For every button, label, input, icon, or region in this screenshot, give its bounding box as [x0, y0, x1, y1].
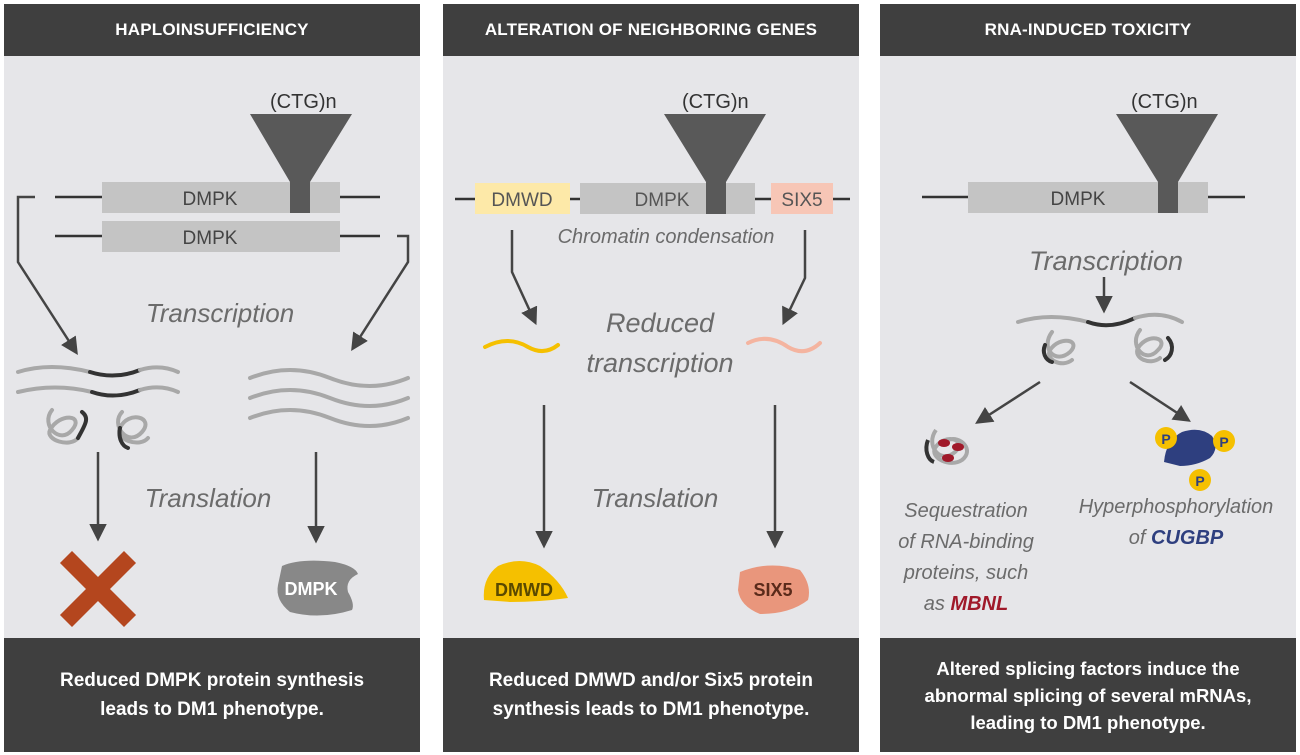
panel-neighboring-genes: ALTERATION OF NEIGHBORING GENES Reduced …: [443, 4, 859, 752]
no-protein-cross-icon: [59, 550, 137, 628]
protein-label: DMPK: [285, 579, 338, 599]
ctg-repeat-label: (CTG)n: [270, 91, 337, 113]
footer-line: leads to DM1 phenotype.: [100, 699, 324, 720]
ctg-funnel: [1116, 114, 1218, 213]
phosphate-label: P: [1195, 473, 1204, 489]
sequestration-label: of RNA-binding: [898, 531, 1034, 553]
panel-header: HAPLOINSUFFICIENCY: [4, 4, 420, 56]
mbnl-sequestered-rna: [924, 428, 969, 465]
panel-header: RNA-INDUCED TOXICITY: [880, 4, 1296, 56]
rna-transcripts-left: [16, 365, 180, 450]
chromatin-label: Chromatin condensation: [558, 226, 775, 248]
dmwd-protein-shape: [483, 561, 568, 602]
gene-label: DMPK: [183, 228, 238, 249]
protein-label: DMWD: [495, 580, 553, 600]
transcription-label: Transcription: [146, 298, 294, 328]
cugbp-phosphorylated: P P P: [1155, 427, 1235, 491]
arrow: [510, 230, 538, 326]
six5-transcript: [746, 336, 822, 354]
footer-line: Reduced DMPK protein synthesis: [59, 670, 365, 691]
mbnl-highlight: MBNL: [950, 593, 1008, 615]
ctg-funnel: [664, 114, 766, 214]
dmpk-gene-box: [102, 221, 340, 252]
phosphate-label: P: [1161, 431, 1170, 447]
panel-rna-toxicity: RNA-INDUCED TOXICITY Altered splicing fa…: [880, 4, 1296, 752]
phosphate-icon: [1213, 430, 1235, 452]
sequestration-label: proteins, such: [903, 562, 1029, 584]
panel-header: ALTERATION OF NEIGHBORING GENES: [443, 4, 859, 56]
sequestration-label: as MBNL: [924, 593, 1008, 615]
panel-footer: Reduced DMPK protein synthesis leads to …: [4, 638, 420, 752]
gene-label: DMPK: [635, 190, 690, 211]
toxic-rna-transcript: [1016, 312, 1184, 366]
sequestration-label: Sequestration: [904, 500, 1027, 522]
ctg-funnel: [250, 114, 352, 213]
six5-gene-box: [771, 183, 833, 214]
footer-line: abnormal splicing of several mRNAs,: [924, 684, 1252, 706]
cugbp-highlight: CUGBP: [1151, 527, 1224, 549]
dmpk-protein-shape: [277, 560, 358, 616]
arrow: [351, 234, 410, 351]
translation-label: Translation: [145, 483, 272, 513]
gene-label: SIX5: [781, 190, 822, 211]
arrow: [1129, 380, 1191, 422]
translation-label: Translation: [592, 483, 719, 513]
hyperphosphorylation-label: of CUGBP: [1129, 527, 1224, 549]
panel-footer: Altered splicing factors induce the abno…: [880, 638, 1296, 752]
footer-line: leading to DM1 phenotype.: [970, 711, 1206, 733]
arrow: [16, 195, 78, 355]
protein-label: SIX5: [753, 580, 792, 600]
dmwd-transcript: [483, 339, 560, 353]
arrow: [975, 380, 1041, 424]
arrow: [782, 230, 807, 326]
rna-toxicity-diagram: (CTG)n DMPK Transcription: [898, 91, 1273, 615]
dmwd-gene-box: [475, 183, 570, 214]
phosphate-icon: [1189, 469, 1211, 491]
panel-footer: Reduced DMWD and/or Six5 protein synthes…: [443, 638, 859, 752]
reduced-label: Reduced: [606, 308, 715, 338]
ctg-repeat-label: (CTG)n: [1131, 91, 1198, 113]
haplo-diagram: (CTG)n DMPK DMPK Transcription: [16, 91, 410, 628]
phosphate-label: P: [1219, 434, 1228, 450]
hyperphosphorylation-label: Hyperphosphorylation: [1079, 496, 1274, 518]
gene-label: DMPK: [183, 189, 238, 210]
six5-protein-shape: [738, 565, 809, 614]
reduced-label: transcription: [586, 348, 733, 378]
phosphate-icon: [1155, 427, 1177, 449]
panel-haploinsufficiency: HAPLOINSUFFICIENCY Reduced DMPK protein …: [4, 4, 420, 752]
footer-line: synthesis leads to DM1 phenotype.: [492, 699, 810, 720]
neighboring-diagram: (CTG)n DMWD DMPK SIX5 Chromatin condensa…: [455, 91, 850, 614]
gene-label: DMWD: [491, 190, 552, 211]
footer-line: Altered splicing factors induce the: [936, 657, 1240, 679]
ctg-repeat-label: (CTG)n: [682, 91, 749, 113]
rna-transcripts-right: [248, 368, 410, 428]
footer-line: Reduced DMWD and/or Six5 protein: [488, 670, 814, 691]
transcription-label: Transcription: [1029, 246, 1183, 276]
gene-label: DMPK: [1051, 189, 1106, 210]
